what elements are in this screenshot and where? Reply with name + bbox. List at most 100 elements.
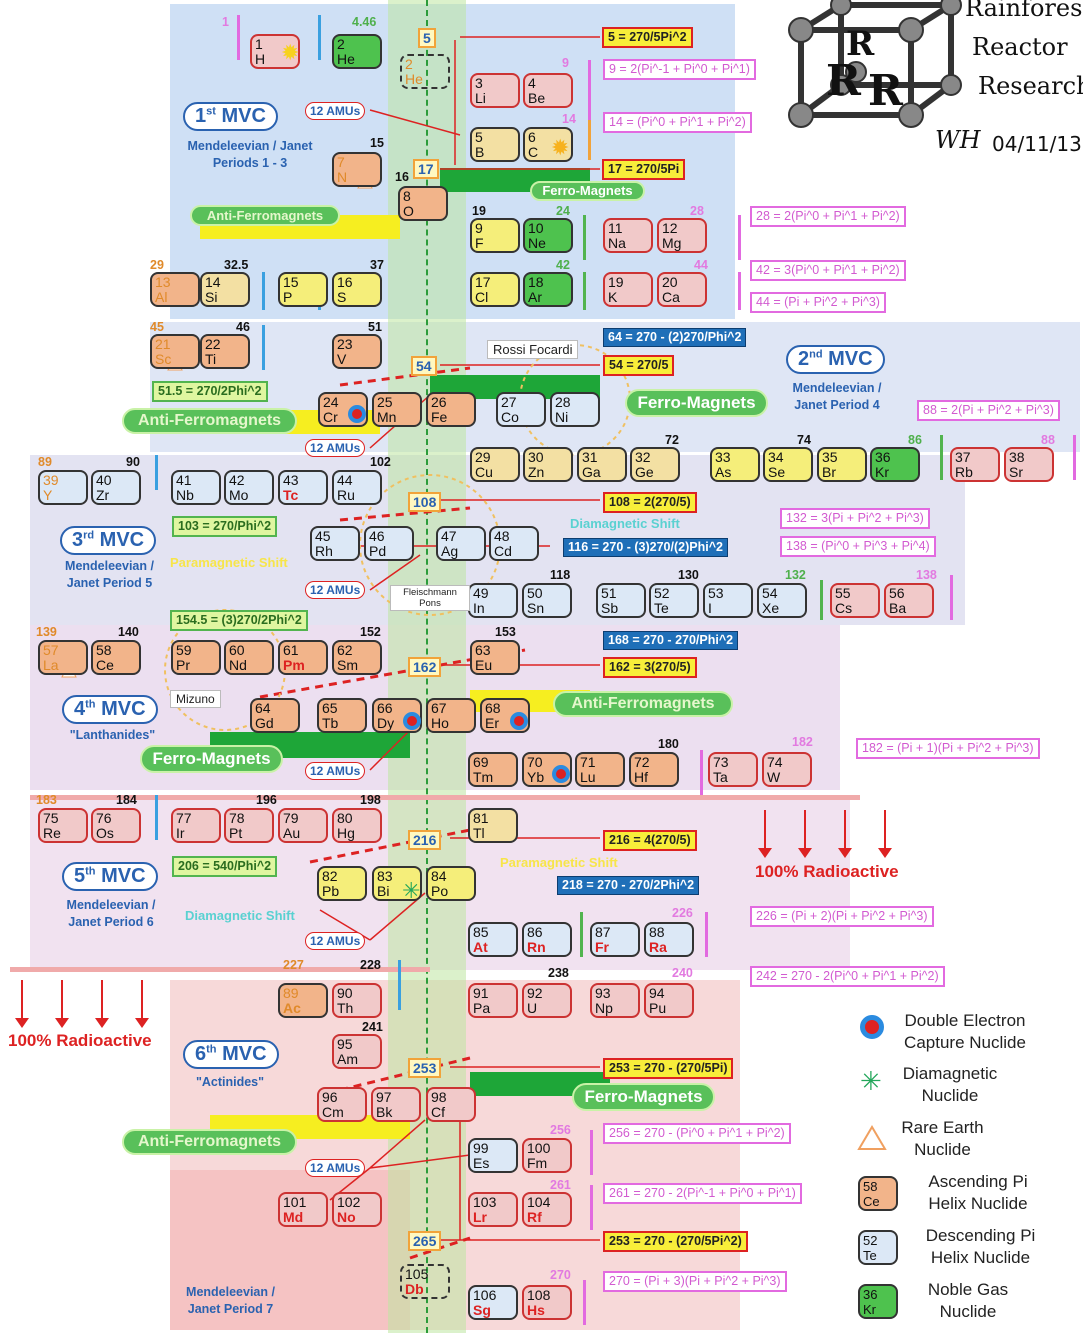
atomic-number: 74: [767, 754, 783, 770]
atomic-number: 56: [889, 585, 905, 601]
atomic-number: 18: [528, 274, 544, 290]
atomic-number: 76: [96, 810, 112, 826]
ghost-cell-he: 2 He: [400, 54, 450, 89]
atomic-number: 45: [315, 528, 331, 544]
number-annotation: 28: [690, 204, 704, 218]
number-annotation: 270: [550, 1268, 571, 1282]
svg-text:R: R: [826, 56, 862, 105]
element-symbol: Sc: [155, 351, 172, 367]
atomic-number: 95: [337, 1036, 353, 1052]
element-symbol: Sr: [1009, 464, 1023, 480]
atomic-number: 34: [768, 449, 784, 465]
number-annotation: 138: [916, 568, 937, 582]
element-symbol: Th: [337, 1000, 354, 1016]
atomic-number: 26: [431, 394, 447, 410]
formula-blue: 64 = 270 - (2)270/Phi^2: [603, 328, 747, 347]
formula-green: 154.5 = (3)270/2Phi^2: [170, 610, 308, 631]
anti-ferromagnets-label: Anti-Ferromagnets: [190, 205, 340, 226]
number-annotation: 184: [116, 793, 137, 807]
mvc-5-sub: Mendeleevian / Janet Period 6: [66, 898, 156, 929]
element-symbol: Tc: [283, 487, 299, 503]
diamagnetic-shift-label: Diamagnetic Shift: [185, 908, 295, 923]
element-symbol: He: [337, 51, 355, 67]
orange-box: 54: [411, 356, 437, 376]
element-symbol: Gd: [255, 715, 274, 731]
formula-magenta: 9 = 2(Pi^-1 + Pi^0 + Pi^1): [603, 59, 756, 80]
formula-yellow: 54 = 270/5: [603, 355, 675, 376]
vbar: [940, 435, 943, 480]
vbar: [398, 960, 401, 1010]
element-symbol: Xe: [762, 600, 780, 616]
element-symbol: Li: [475, 90, 486, 106]
mvc-3-label: 3rd MVC: [60, 526, 157, 555]
atomic-number: 3: [475, 75, 483, 91]
number-annotation: 180: [658, 737, 679, 751]
number-annotation: 14: [562, 112, 576, 126]
atomic-number: 92: [527, 985, 543, 1001]
formula-green: 103 = 270/Phi^2: [172, 516, 278, 537]
element-symbol: Y: [43, 487, 53, 503]
atomic-number: 16: [337, 274, 353, 290]
element-symbol: Pr: [176, 657, 190, 673]
element-symbol: Sg: [473, 1302, 491, 1318]
mizuno-label: Mizuno: [170, 690, 221, 708]
number-annotation: 196: [256, 793, 277, 807]
formula-yellow: 17 = 270/5Pi: [602, 159, 686, 180]
element-symbol: As: [715, 464, 732, 480]
element-symbol: Nd: [229, 657, 247, 673]
element-symbol: Tl: [473, 825, 485, 841]
signature: WH: [935, 126, 981, 154]
atomic-number: 77: [176, 810, 192, 826]
number-annotation: 32.5: [224, 258, 249, 272]
element-symbol: Pm: [283, 657, 305, 673]
number-annotation: 240: [672, 966, 693, 980]
atomic-number: 1: [255, 36, 263, 52]
element-symbol: Pt: [229, 825, 243, 841]
orange-box: 162: [408, 657, 442, 677]
orange-box: 216: [408, 830, 442, 850]
number-annotation: 46: [236, 320, 250, 334]
number-annotation: 140: [118, 625, 139, 639]
element-symbol: Lu: [580, 769, 596, 785]
element-symbol: Ho: [431, 715, 449, 731]
mvc-1-sub: Mendeleevian / Janet Periods 1 - 3: [187, 139, 313, 170]
number-annotation: 102: [370, 455, 391, 469]
mvc-4-label: 4th MVC: [62, 695, 158, 724]
element-symbol: Pb: [322, 883, 340, 899]
element-symbol: Rf: [527, 1209, 542, 1225]
logo-cube: R R R: [788, 0, 962, 128]
element-symbol: Br: [822, 464, 836, 480]
radioactive-label: 100% Radioactive: [755, 862, 899, 881]
element-symbol: Ir: [176, 825, 185, 841]
legend-label: Noble Gas Nuclide: [927, 1280, 1009, 1321]
atomic-number: 67: [431, 700, 447, 716]
atomic-number: 101: [283, 1194, 307, 1210]
atomic-number: 33: [715, 449, 731, 465]
